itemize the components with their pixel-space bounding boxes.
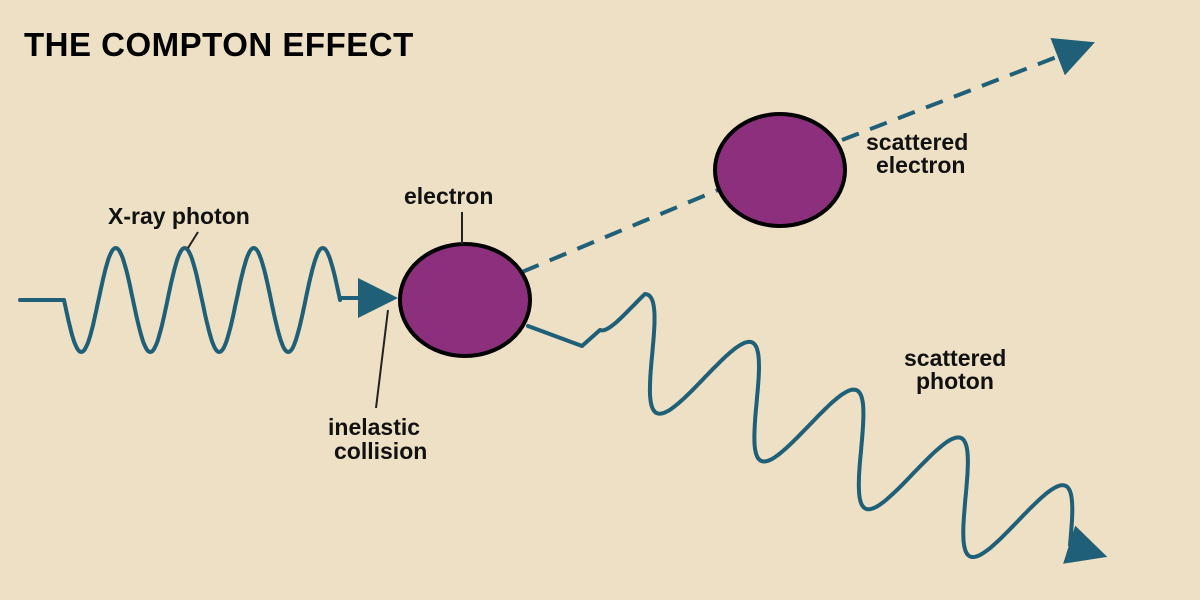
electron-path-segment-1 — [521, 188, 719, 274]
collision-leader — [375, 309, 389, 409]
xray-photon-leader — [187, 231, 199, 249]
scattered-electron-label-line2: electron — [876, 152, 965, 178]
scattered-photon-label-line1: scattered — [904, 345, 1006, 371]
electron-label: electron — [404, 183, 493, 209]
scattered-electron — [713, 112, 847, 228]
xray-photon-label: X-ray photon — [108, 203, 250, 229]
incident-photon-wave — [18, 246, 342, 354]
diagram-title: THE COMPTON EFFECT — [24, 26, 414, 63]
electron-at-rest — [398, 242, 532, 358]
scattered-photon-wave — [526, 292, 1108, 564]
inelastic-collision-label-line1: inelastic — [328, 414, 420, 440]
electron-path-segment-2 — [841, 37, 1095, 142]
scattered-photon-label-line2: photon — [916, 368, 994, 394]
scattered-electron-label-line1: scattered — [866, 129, 968, 155]
inelastic-collision-label-line2: collision — [334, 438, 427, 464]
